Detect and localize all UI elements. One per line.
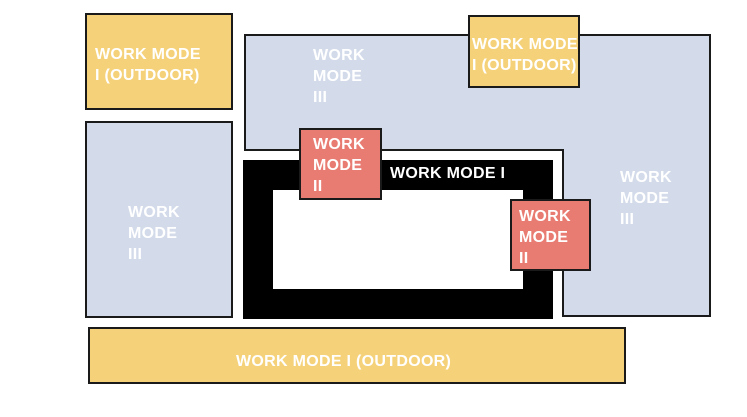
work-mode-ii-right-label: WORK MODE II bbox=[519, 208, 571, 267]
work-mode-i-inner-space bbox=[273, 190, 523, 289]
work-mode-iii-top-label: WORK MODE III bbox=[313, 47, 365, 106]
work-mode-i-outdoor-bottom-zone bbox=[88, 327, 626, 384]
work-mode-i-outdoor-top-right-zone bbox=[468, 15, 580, 88]
work-mode-ii-right-zone bbox=[510, 199, 591, 271]
work-mode-i-outdoor-bottom-label: WORK MODE I (OUTDOOR) bbox=[236, 353, 452, 370]
work-mode-i-ring-label: WORK MODE I bbox=[390, 165, 506, 182]
work-mode-iii-right-label: WORK MODE III bbox=[620, 169, 672, 228]
work-mode-iii-left-zone bbox=[85, 121, 233, 318]
work-mode-i-outdoor-top-left-label: WORK MODE I (OUTDOOR) bbox=[95, 46, 201, 84]
work-mode-i-outdoor-top-right-label: WORK MODE I (OUTDOOR) bbox=[472, 36, 578, 74]
work-mode-ii-left-zone bbox=[299, 128, 382, 200]
work-mode-i-outdoor-top-left-zone bbox=[85, 13, 233, 110]
work-mode-ii-left-label: WORK MODE II bbox=[313, 136, 365, 195]
work-mode-iii-left-label: WORK MODE III bbox=[128, 204, 180, 263]
